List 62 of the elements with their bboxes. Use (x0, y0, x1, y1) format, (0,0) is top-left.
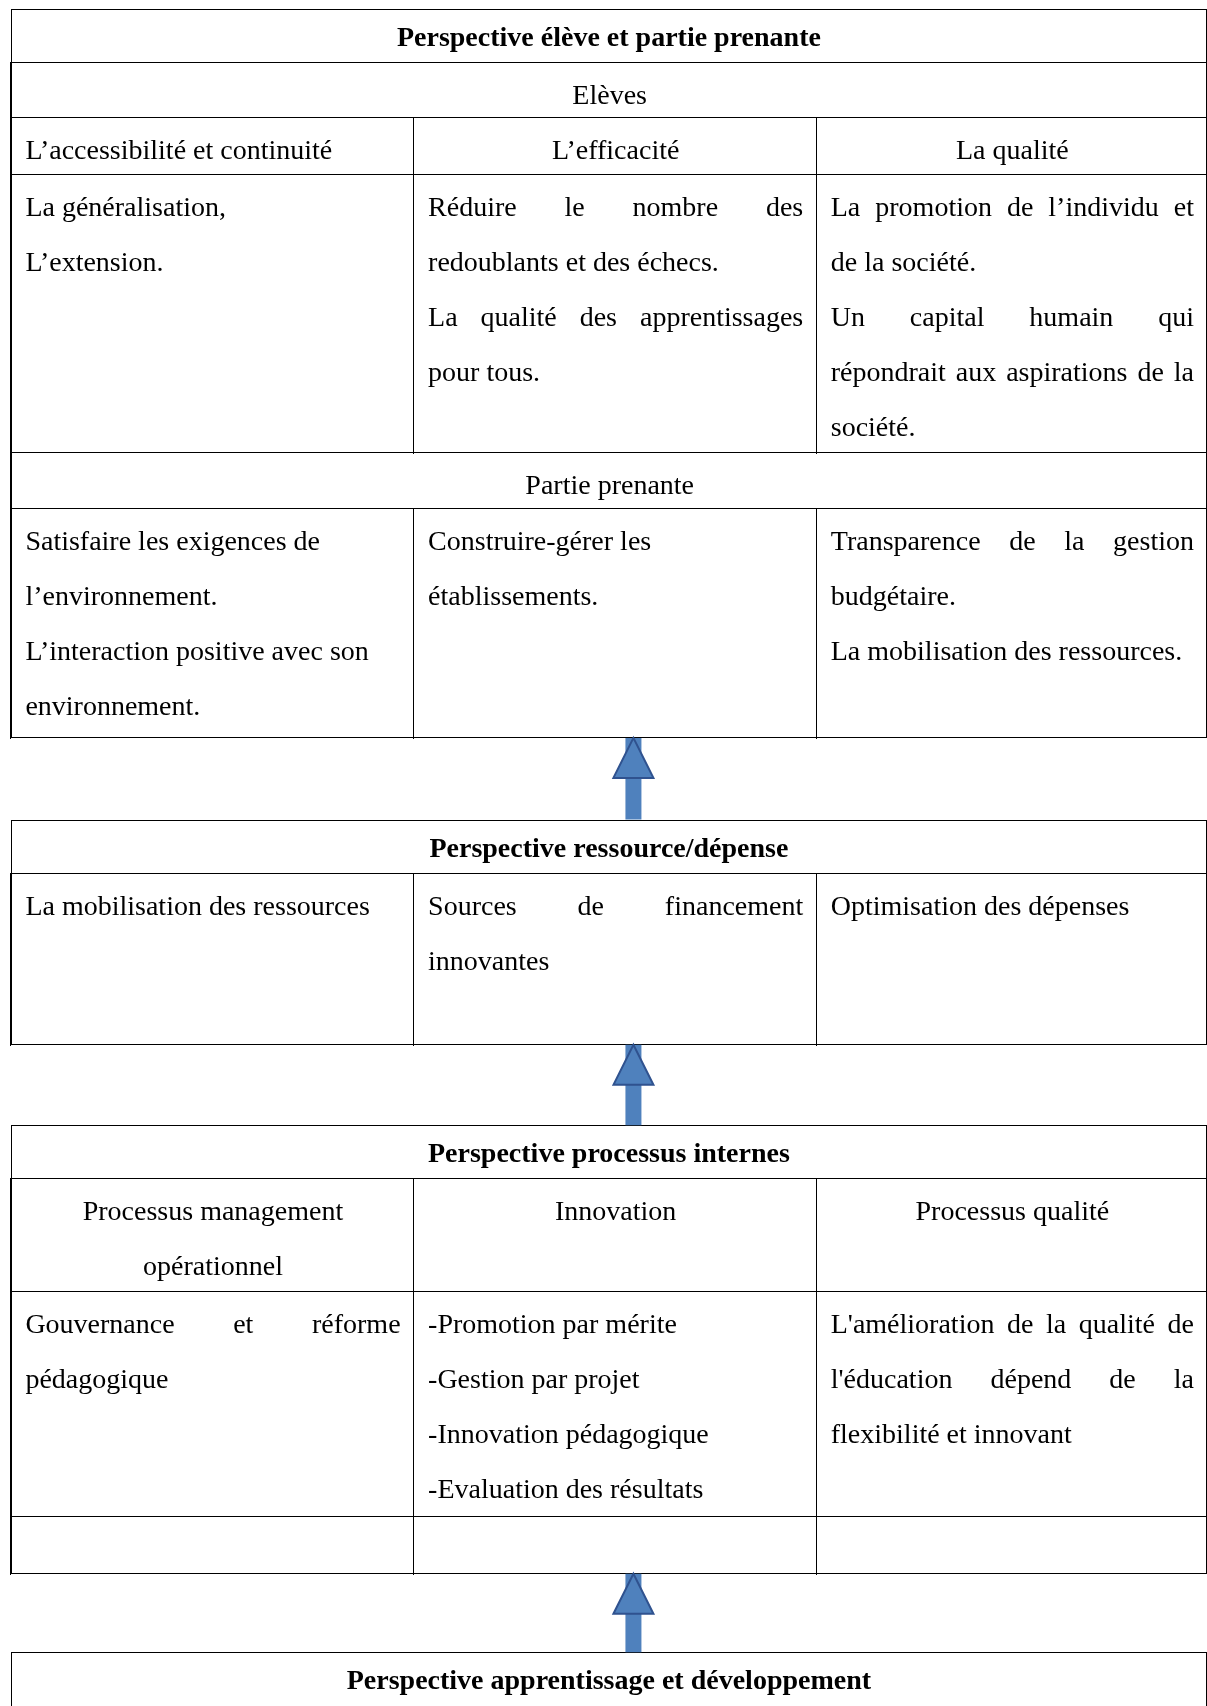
block-arrow (612, 736, 655, 820)
column-header (10, 1178, 415, 1293)
table-cell (413, 873, 818, 1046)
block-arrow (612, 1572, 655, 1653)
column-heading: Innovation (554, 1194, 678, 1229)
cell-text: Réduire le nombre des redoublants et des échecs. (428, 189, 804, 279)
table-cell (413, 173, 818, 454)
column-header (413, 1178, 818, 1293)
table-frame (10, 1652, 1207, 1706)
table-cell (10, 873, 415, 1046)
table-heading: Perspective élève et partie prenante (396, 19, 821, 54)
column-heading: L’accessibilité et continuité (25, 133, 334, 168)
table-heading: Perspective processus internes (428, 1136, 790, 1171)
table-cell (10, 1291, 415, 1518)
table-frame (10, 819, 1207, 1045)
cell-text: -Innovation pédagogique (428, 1417, 710, 1452)
column-heading: Processus management opérationnel (81, 1194, 345, 1284)
cell-text: L’interaction positive avec son environnement. (25, 633, 370, 723)
empty-cell (413, 1515, 818, 1575)
column-header (413, 117, 818, 176)
cell-text: Construire-gérer les établissements. (428, 523, 653, 613)
column-header (815, 117, 1207, 176)
table-heading: Perspective ressource/dépense (429, 830, 789, 865)
table-frame (10, 1125, 1207, 1574)
column-heading: Processus qualité (914, 1194, 1111, 1229)
cell-text: La mobilisation des ressources. (830, 633, 1184, 668)
cell-text: La généralisation, (25, 189, 227, 224)
cell-text: Satisfaire les exigences de l’environnement. (25, 523, 322, 613)
cell-text: La qualité des apprentissages pour tous. (428, 299, 804, 389)
column-heading: L’efficacité (550, 133, 681, 168)
block-arrow (612, 1043, 655, 1126)
table-cell (413, 507, 818, 739)
empty-cell (815, 1515, 1207, 1575)
cell-text: Sources de financement innovantes (428, 889, 804, 979)
cell-text: L'amélioration de la qualité de l'éducation dépend de la flexibilité et innovant (830, 1307, 1194, 1452)
section-heading: Partie prenante (524, 468, 696, 503)
cell-text: Un capital humain qui répondrait aux aspirations de la société. (830, 299, 1194, 444)
empty-cell (10, 1515, 415, 1575)
section-row (10, 452, 1207, 510)
cell-text: -Gestion par projet (428, 1362, 641, 1397)
cell-text: La mobilisation des ressources (25, 889, 371, 924)
table-cell (10, 507, 415, 739)
cell-text: Transparence de la gestion budgétaire. (830, 523, 1194, 613)
cell-text: -Evaluation des résultats (428, 1472, 705, 1507)
table-heading: Perspective apprentissage et développement (346, 1663, 872, 1698)
column-header (10, 117, 415, 176)
cell-text: Gouvernance et réforme pédagogique (25, 1307, 401, 1397)
table-cell (815, 873, 1207, 1046)
cell-text: L’extension. (25, 244, 165, 279)
cell-text: -Promotion par mérite (428, 1307, 678, 1342)
table-cell (413, 1291, 818, 1518)
table-cell (815, 173, 1207, 454)
column-heading: La qualité (955, 133, 1070, 168)
column-header (815, 1178, 1207, 1293)
section-heading: Elèves (571, 77, 648, 112)
cell-text: Optimisation des dépenses (830, 889, 1131, 924)
table-frame (10, 8, 1207, 738)
table-cell (10, 173, 415, 454)
table-cell (815, 1291, 1207, 1518)
section-row (10, 61, 1207, 119)
cell-text: La promotion de l’individu et de la société. (830, 189, 1194, 279)
table-cell (815, 507, 1207, 739)
